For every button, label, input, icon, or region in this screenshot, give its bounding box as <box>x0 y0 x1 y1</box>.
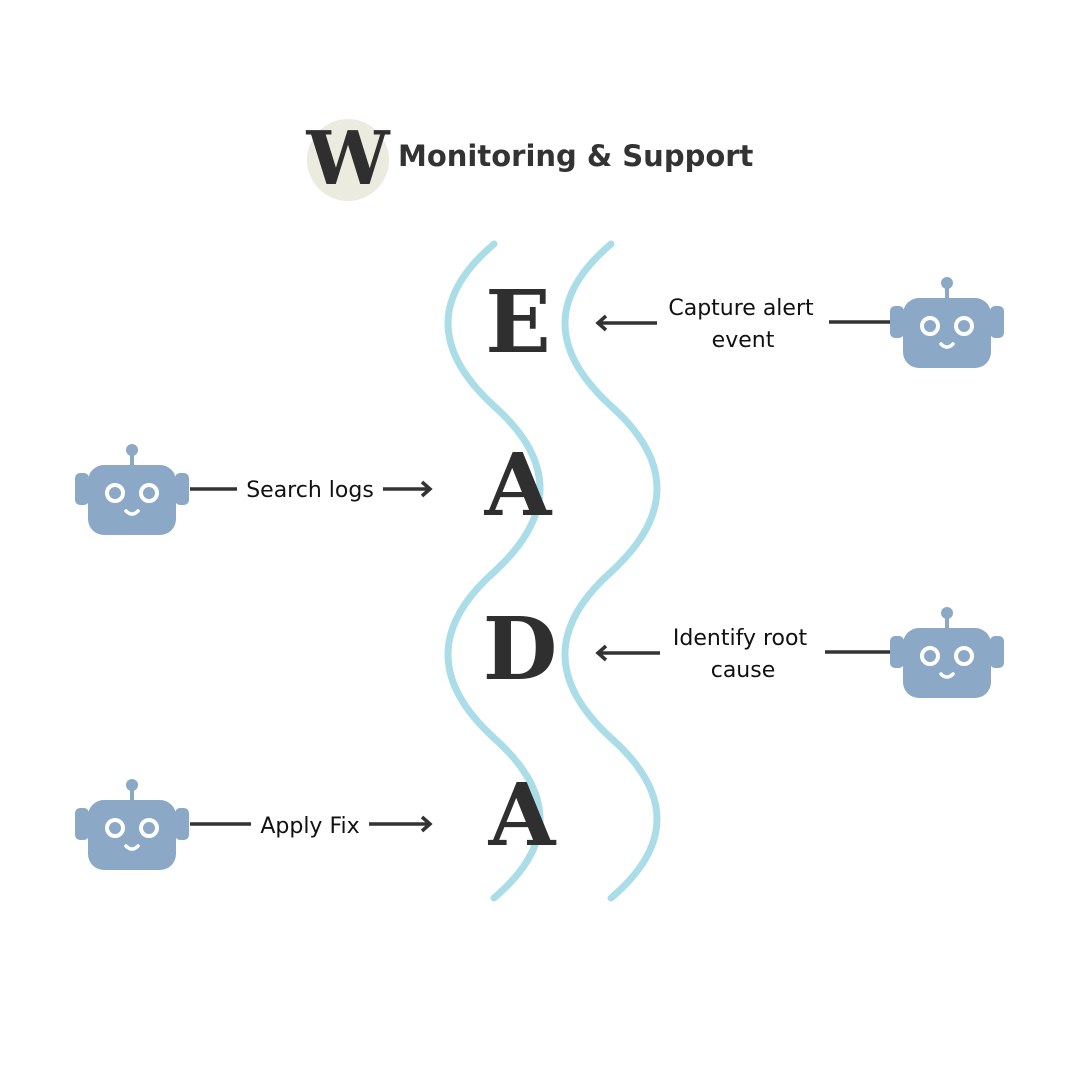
logo-letter: W <box>305 116 390 202</box>
step-label-line2: event <box>712 328 775 353</box>
step-label-line1: Capture alert <box>668 296 814 321</box>
robot-icon <box>888 605 1006 700</box>
left-wave-line <box>444 240 544 902</box>
robot-icon <box>73 777 191 872</box>
arrowhead-right-icon <box>420 815 433 833</box>
step-identify-root-cause: Identify root cause <box>595 605 1006 700</box>
arrowhead-left-icon <box>595 314 608 332</box>
right-wave-line <box>561 240 661 902</box>
letter-e: E <box>485 272 551 373</box>
arrowhead-right-icon <box>420 480 433 498</box>
logo-badge <box>307 119 389 201</box>
letter-a-first: A <box>484 435 553 536</box>
step-label: Apply Fix <box>260 814 359 839</box>
letter-a-second: A <box>488 765 557 866</box>
eada-letters: E A D A <box>483 272 558 866</box>
robot-icon <box>888 275 1006 370</box>
step-apply-fix: Apply Fix <box>73 777 433 872</box>
step-label: Search logs <box>246 478 374 503</box>
robot-icon <box>73 442 191 537</box>
arrowhead-left-icon <box>595 644 608 662</box>
header: W Monitoring & Support <box>305 116 753 202</box>
step-search-logs: Search logs <box>73 442 433 537</box>
page-title: Monitoring & Support <box>398 139 754 173</box>
step-label-line1: Identify root <box>673 626 808 651</box>
step-capture-alert: Capture alert event <box>595 275 1006 370</box>
step-label-line2: cause <box>711 658 776 683</box>
letter-d: D <box>483 599 558 700</box>
